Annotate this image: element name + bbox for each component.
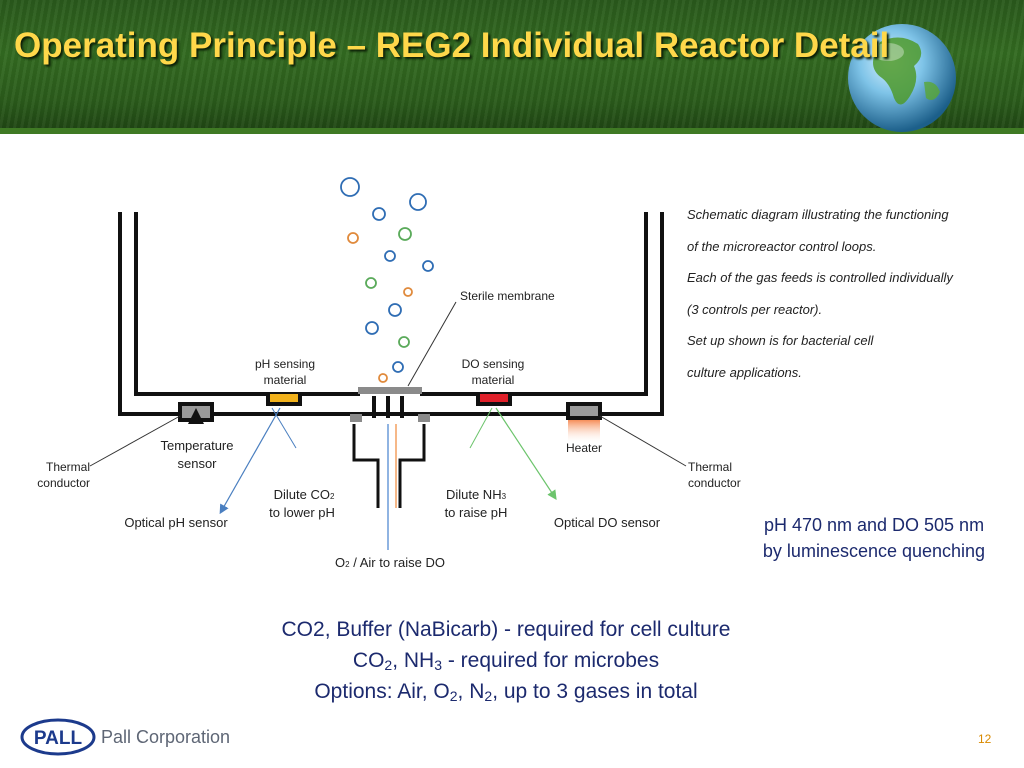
temperature-sensor-triangle: [188, 408, 204, 424]
pall-logo-icon: PALL: [20, 718, 96, 756]
optical-do-arrow: [495, 407, 557, 501]
sterile-membrane-shape: [358, 387, 422, 394]
caption-line: Each of the gas feeds is controlled indi…: [687, 270, 953, 285]
label-conductor-left: conductor: [37, 476, 90, 490]
gas-bubbles: [340, 177, 434, 383]
logo-text: PALL: [34, 728, 83, 749]
leader-dilute-nh3: [469, 407, 493, 449]
inlet-tube-right: [400, 396, 404, 418]
leader-thermal-right: [599, 415, 687, 467]
label-optical-do: Optical DO sensor: [554, 515, 661, 530]
reactor-wall-inner: [134, 212, 648, 396]
label-thermal-left: Thermal: [46, 460, 90, 474]
globe-icon: [848, 24, 956, 132]
inlet-tube-left: [372, 396, 376, 418]
label-heater: Heater: [566, 441, 602, 455]
label-dilute-nh3: Dilute NH3: [446, 487, 507, 502]
label-o2-air: O2 / Air to raise DO: [335, 555, 445, 570]
luminescence-note: pH 470 nm and DO 505 nm by luminescence …: [724, 512, 1024, 564]
slide-title: Operating Principle – REG2 Individual Re…: [14, 26, 890, 65]
gas-requirements: CO2, Buffer (NaBicarb) - required for ce…: [200, 614, 812, 707]
label-temperature: Temperature: [161, 438, 234, 453]
diagram-caption: Schematic diagram illustrating the funct…: [687, 205, 1017, 394]
reactor-diagram: Sterile membrane pH sensing material DO …: [37, 177, 741, 570]
caption-line: (3 controls per reactor).: [687, 301, 823, 317]
inlet-block-right: [418, 414, 430, 422]
requirements-line-3: Options: Air, O2, N2, up to 3 gases in t…: [314, 680, 698, 704]
nh3-feed-line: [398, 424, 426, 508]
label-thermal-right: Thermal: [688, 460, 732, 474]
label-sterile-membrane: Sterile membrane: [460, 289, 555, 303]
label-do-sensing: DO sensing: [462, 357, 525, 371]
co2-feed-line: [352, 424, 380, 508]
label-do-sensing-material: material: [472, 373, 515, 387]
page-number: 12: [978, 732, 992, 746]
leader-thermal-left: [89, 415, 181, 467]
label-sensor: sensor: [177, 456, 217, 471]
label-dilute-co2: Dilute CO2: [274, 487, 335, 502]
reactor-wall-outer: [118, 212, 664, 416]
caption-line: Set up shown is for bacterial cell: [687, 333, 874, 348]
label-to-raise-ph: to raise pH: [445, 505, 508, 520]
slide-header: [0, 0, 1024, 134]
heater-inner: [570, 406, 598, 416]
caption-line: culture applications.: [687, 364, 802, 380]
inlet-tube-center: [386, 396, 390, 418]
label-conductor-right: conductor: [688, 476, 741, 490]
heater-glow: [568, 418, 600, 444]
requirements-line-1: CO2, Buffer (NaBicarb) - required for ce…: [281, 618, 731, 641]
inlet-block-left: [350, 414, 362, 422]
note-line-2: by luminescence quenching: [762, 541, 986, 561]
requirements-line-2: CO2, NH3 - required for microbes: [352, 649, 660, 673]
caption-line: Schematic diagram illustrating the funct…: [687, 207, 949, 222]
leader-sterile-membrane: [407, 301, 457, 387]
label-to-lower-ph: to lower pH: [269, 505, 335, 520]
label-ph-sensing: pH sensing: [255, 357, 315, 371]
company-name: Pall Corporation: [101, 727, 231, 747]
label-optical-ph: Optical pH sensor: [124, 515, 228, 530]
header-bottom-bar: [0, 128, 1024, 134]
note-line-1: pH 470 nm and DO 505 nm: [763, 515, 985, 535]
optical-ph-arrow: [219, 407, 281, 515]
do-sensing-pad: [480, 394, 508, 402]
caption-line: of the microreactor control loops.: [687, 238, 877, 254]
ph-sensing-pad: [270, 394, 298, 402]
label-ph-sensing-material: material: [264, 373, 307, 387]
